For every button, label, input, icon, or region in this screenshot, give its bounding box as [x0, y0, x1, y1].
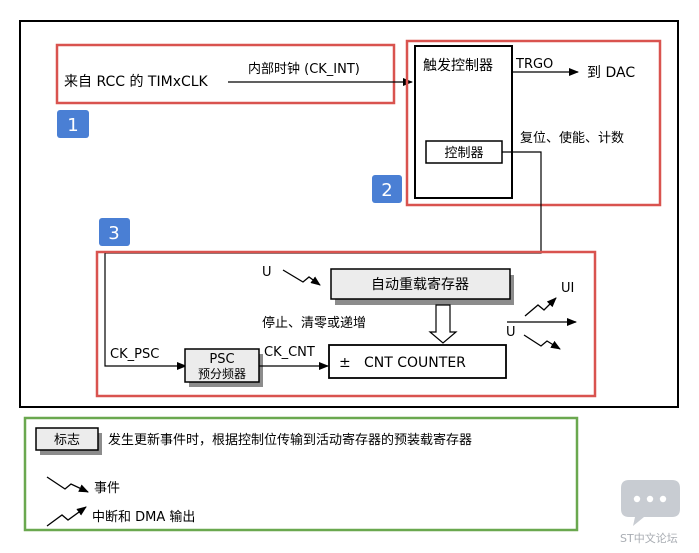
stop-clear-label: 停止、清零或递增 — [262, 315, 366, 331]
trigger-controller-box — [414, 45, 513, 199]
internal-clock-label: 内部时钟 (CK_INT) — [248, 61, 360, 77]
ui-label: UI — [561, 281, 574, 296]
flag-label: 标志 — [54, 433, 80, 448]
cnt-counter-label: CNT COUNTER — [364, 355, 466, 371]
section3-frame — [95, 250, 597, 398]
interrupt-legend-symbol — [46, 506, 87, 527]
section1-frame — [55, 43, 396, 105]
badge-2 — [372, 175, 402, 203]
trgo-label: TRGO — [515, 57, 553, 72]
interrupt-legend-label: 中断和 DMA 输出 — [92, 509, 195, 525]
dac-label: 到 DAC — [587, 65, 635, 81]
auto-reload-label: 自动重载寄存器 — [371, 276, 469, 293]
event-legend-symbol — [46, 476, 89, 493]
flag-box — [35, 427, 99, 451]
trigger-controller-label: 触发控制器 — [423, 58, 493, 74]
cnt-counter-box — [328, 344, 507, 379]
badge-3 — [99, 218, 130, 246]
cnt-counter-sign: ± — [339, 355, 351, 371]
auto-reload-register — [330, 268, 511, 300]
clock-source-label: 来自 RCC 的 TIMxCLK — [64, 74, 209, 90]
chat-bubble-icon — [621, 480, 680, 526]
badge-2-number: 2 — [381, 180, 392, 201]
u-output-event-symbol — [523, 334, 561, 350]
flag-description: 发生更新事件时，根据控制位传输到活动寄存器的预装载寄存器 — [108, 432, 472, 448]
legend-frame — [23, 416, 579, 532]
preload-transfer-arrow — [428, 304, 458, 344]
badge-1 — [57, 110, 89, 138]
outer-frame — [19, 20, 679, 408]
badge-1-number: 1 — [67, 115, 78, 136]
psc-subtitle: 预分频器 — [198, 367, 246, 381]
psc-box — [184, 348, 260, 383]
badge-3-number: 3 — [108, 223, 119, 244]
u-output-label: U — [506, 325, 516, 340]
control-signal-label: 复位、使能、计数 — [520, 130, 624, 146]
u-event-label: U — [262, 265, 272, 280]
watermark-text: ST中文论坛 — [620, 531, 678, 545]
u-event-symbol — [282, 269, 321, 286]
controller-label: 控制器 — [444, 146, 483, 161]
ui-interrupt-symbol — [524, 297, 557, 317]
event-legend-label: 事件 — [94, 481, 120, 496]
ck-psc-label: CK_PSC — [110, 347, 159, 362]
ck-cnt-label: CK_CNT — [264, 345, 315, 360]
psc-title: PSC — [209, 352, 234, 367]
section2-frame — [405, 39, 662, 207]
